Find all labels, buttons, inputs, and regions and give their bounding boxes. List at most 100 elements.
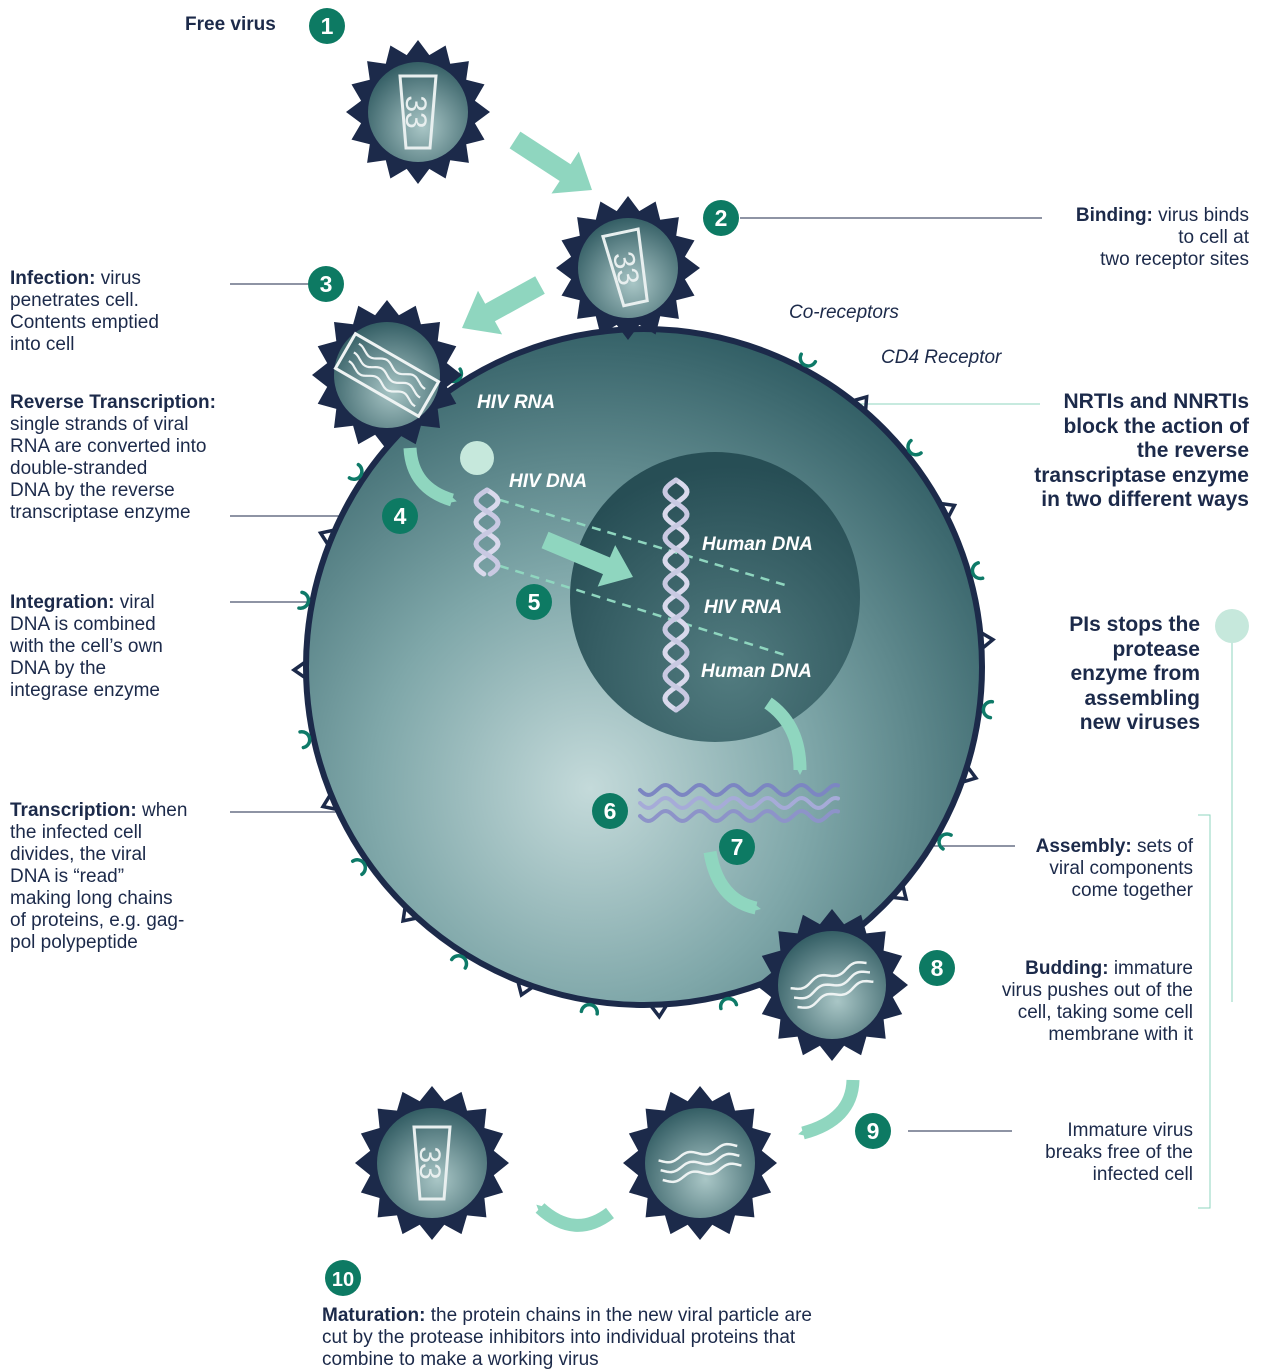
pi-note: PIs stops the protease enzyme from assem…: [1069, 613, 1200, 734]
cd4-receptor: [317, 528, 335, 546]
step6-title: Transcription:: [10, 800, 137, 821]
capsid-label: 33: [399, 95, 432, 128]
step-9-badge: 9: [855, 1113, 891, 1149]
step4-text: single strands of viral RNA are converte…: [10, 414, 207, 523]
step7-title: Assembly:: [1035, 836, 1132, 857]
svg-text:6: 6: [604, 798, 617, 824]
step5-note: Integration: viral DNA is combined with …: [10, 592, 225, 702]
co-receptor: [449, 954, 469, 970]
cd4-receptor: [980, 631, 996, 650]
human-dna-bottom-label: Human DNA: [701, 661, 812, 682]
co-receptor: [297, 590, 311, 610]
step1-label: Free virus: [185, 14, 276, 35]
hiv-dna-label: HIV DNA: [509, 471, 587, 492]
step10-title: Maturation:: [322, 1305, 426, 1326]
step8-text: immature virus pushes out of the cell, t…: [1001, 958, 1193, 1045]
svg-text:10: 10: [332, 1269, 354, 1291]
cd4-receptor: [962, 766, 979, 784]
step-5-badge: 5: [516, 584, 552, 620]
cd4-receptor: [940, 502, 958, 518]
step3-text: virus penetrates cell. Contents emptied …: [10, 268, 159, 355]
nrti-note: NRTIs and NNRTIs block the action of the…: [1034, 390, 1249, 511]
cd4-receptor: [400, 907, 417, 924]
arrow-rna-to-dna: [403, 447, 457, 507]
step5-text: viral DNA is combined with the cell’s ow…: [10, 592, 163, 701]
step-8-badge: 8: [919, 950, 955, 986]
co-receptor: [798, 352, 818, 368]
arrow-nucleus-to-rna: [764, 697, 807, 775]
step2-note: Binding: virus binds to cell at two rece…: [1000, 205, 1249, 271]
step-10-badge: 10: [325, 1260, 361, 1296]
step8-note: Budding: immature virus pushes out of th…: [960, 958, 1193, 1046]
cd4-receptor: [320, 794, 337, 811]
step-7-badge: 7: [719, 829, 755, 865]
svg-text:5: 5: [528, 589, 541, 615]
flow-arrows: [403, 131, 860, 1232]
step5-title: Integration:: [10, 592, 115, 613]
human-dna-helix: [662, 477, 690, 713]
integration-dashes: [499, 498, 786, 657]
step-badges: 1 2 3 4 5 6 7 8 9 10: [308, 8, 955, 1296]
co-receptor: [937, 832, 953, 851]
co-receptor: [350, 858, 368, 877]
step4-title: Reverse Transcription:: [10, 392, 216, 413]
messenger-rna-waves: [638, 782, 840, 824]
step-4-badge: 4: [382, 498, 418, 534]
cd4-receptor-label: CD4 Receptor: [881, 347, 1002, 368]
cd4-receptor: [650, 1004, 668, 1020]
cd4-receptor: [516, 981, 534, 998]
arrow-into-nucleus: [541, 531, 633, 587]
virus-free: 33: [346, 40, 490, 184]
protease-dot: [1215, 609, 1249, 643]
step-1-badge: 1: [309, 8, 345, 44]
capsid-label: 33: [606, 249, 645, 289]
arrow-maturation: [535, 1203, 614, 1232]
step10-text: the protein chains in the new viral part…: [322, 1305, 812, 1370]
step-3-badge: 3: [308, 266, 344, 302]
virus-particles: 33 33 33: [312, 40, 908, 1240]
arrow-assembly: [703, 850, 761, 915]
step-2-badge: 2: [703, 200, 739, 236]
step8-title: Budding:: [1025, 958, 1109, 979]
cd4-receptor: [853, 394, 869, 411]
arrow-release: [798, 1079, 860, 1140]
svg-text:2: 2: [715, 205, 728, 231]
step7-text: sets of viral components come together: [1049, 836, 1193, 901]
reverse-transcriptase-dot: [460, 441, 494, 475]
step9-note: Immature virus breaks free of the infect…: [1045, 1120, 1193, 1185]
co-receptor: [981, 699, 995, 720]
step3-note: Infection: virus penetrates cell. Conten…: [10, 268, 225, 356]
step10-note: Maturation: the protein chains in the ne…: [322, 1305, 942, 1371]
hiv-rna-label: HIV RNA: [477, 392, 555, 413]
svg-text:8: 8: [931, 955, 944, 981]
cell-nucleus: [570, 452, 860, 742]
step4-note: Reverse Transcription: single strands of…: [10, 392, 250, 524]
co-receptor: [718, 996, 739, 1011]
svg-text:9: 9: [867, 1118, 880, 1144]
arrow-free-to-binding: [509, 131, 592, 194]
co-receptor: [906, 438, 923, 457]
step-6-badge: 6: [592, 793, 628, 829]
hiv-rna-nucleus-label: HIV RNA: [704, 597, 782, 618]
svg-text:4: 4: [394, 503, 407, 529]
arrow-binding-to-infection: [462, 276, 545, 335]
svg-text:1: 1: [321, 13, 334, 39]
step7-note: Assembly: sets of viral components come …: [960, 836, 1193, 902]
co-receptor: [970, 561, 985, 581]
co-receptor: [347, 462, 364, 481]
cd4-receptor: [290, 661, 306, 679]
svg-text:3: 3: [320, 271, 333, 297]
cd4-receptor: [892, 885, 909, 901]
step6-note: Transcription: when the infected cell di…: [10, 800, 225, 954]
step6-text: when the infected cell divides, the vira…: [10, 800, 188, 953]
co-receptors-label: Co-receptors: [789, 302, 899, 323]
virus-immature: [623, 1086, 777, 1240]
virus-budding: [756, 909, 908, 1061]
step2-text: virus binds to cell at two receptor site…: [1100, 205, 1249, 270]
virus-mature: 33: [355, 1086, 509, 1240]
virus-binding: 33: [556, 196, 700, 340]
step2-title: Binding:: [1075, 205, 1153, 226]
step3-title: Infection:: [10, 268, 96, 289]
co-receptor: [298, 730, 312, 750]
